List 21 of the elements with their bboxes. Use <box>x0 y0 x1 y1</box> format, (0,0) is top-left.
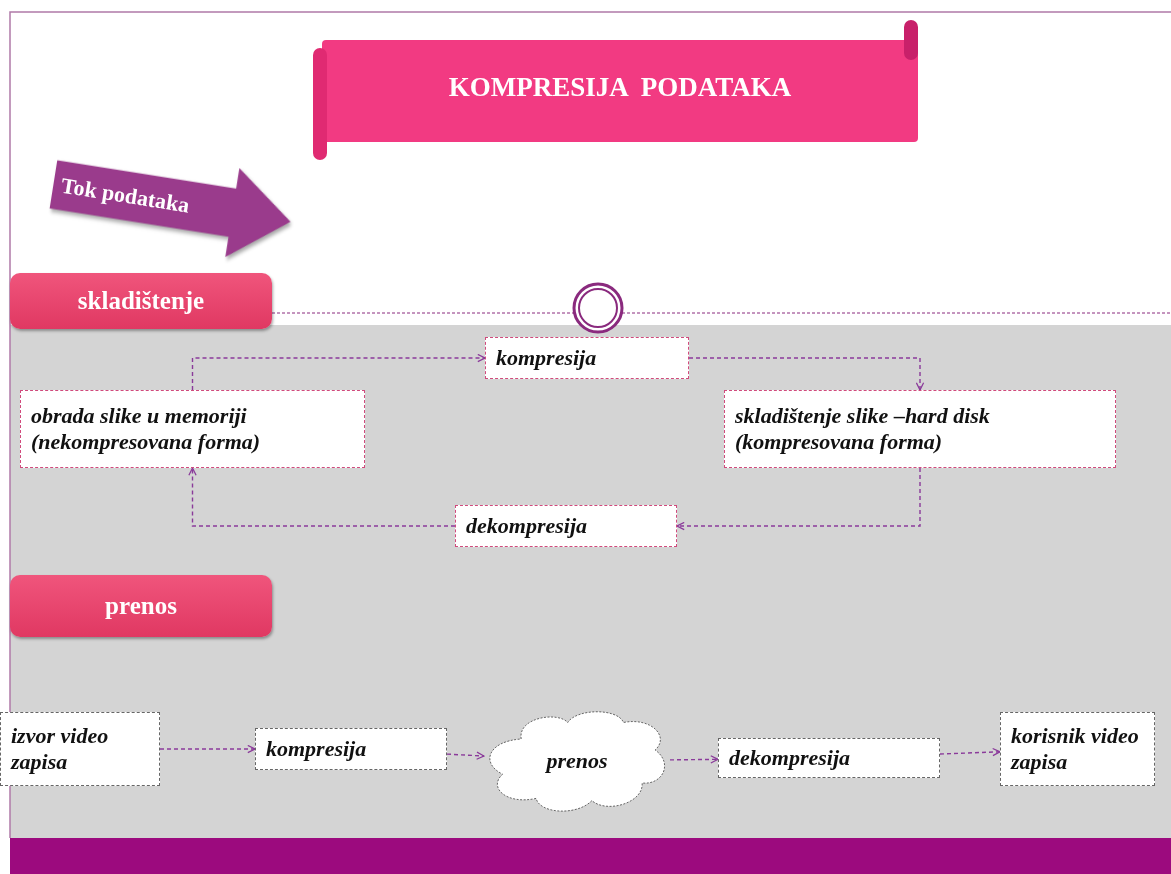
connector-arrow <box>688 357 925 391</box>
process-box: skladištenje slike –hard disk (kompresovana forma) <box>724 390 1116 468</box>
section-tab: skladištenje <box>10 273 272 329</box>
connector-arrow <box>676 467 921 531</box>
process-box: kompresija <box>485 337 689 379</box>
process-box: dekompresija <box>455 505 677 547</box>
process-box: izvor video zapisa <box>0 712 160 786</box>
connector-arrow <box>669 755 719 764</box>
process-box: korisnik video zapisa <box>1000 712 1155 786</box>
flow-arrow-label: Tok podataka <box>59 172 192 219</box>
section-tab: prenos <box>10 575 272 637</box>
process-box: kompresija <box>255 728 447 770</box>
connector-arrow <box>191 353 486 391</box>
connector-arrow <box>159 744 256 754</box>
title: KOMPRESIJA PODATAKA <box>447 72 793 103</box>
connector-arrow <box>939 747 1001 757</box>
process-box: obrada slike u memoriji (nekompresovana forma) <box>20 390 365 468</box>
connector-arrow <box>446 751 485 760</box>
connector-arrow <box>188 467 456 527</box>
cloud-label: prenos <box>546 748 608 774</box>
process-box: dekompresija <box>718 738 940 778</box>
